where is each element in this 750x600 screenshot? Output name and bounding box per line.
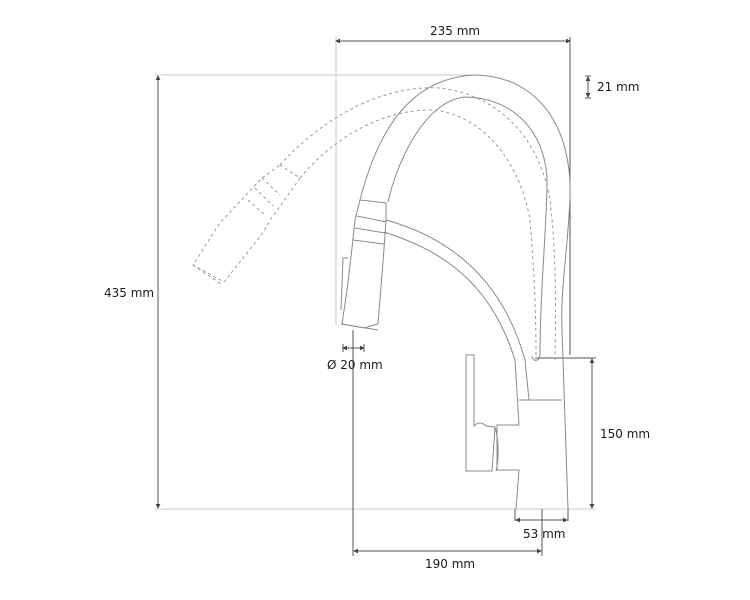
dimension-width-top: 235 mm: [430, 24, 481, 38]
dimension-base-diameter: 53 mm: [523, 527, 566, 541]
dimension-reach: 190 mm: [425, 557, 476, 571]
spout-outer: [359, 74, 571, 510]
spray-hose-lower: [383, 231, 520, 426]
dimension-arc-offset: 21 mm: [597, 80, 640, 94]
faucet-outline: [340, 74, 571, 510]
dimension-spray-diameter: Ø 20 mm: [327, 358, 383, 372]
spout-inner: [387, 96, 548, 361]
dimension-total-height: 435 mm: [104, 286, 155, 300]
reference-lines: [155, 37, 595, 510]
spout-alternate-position: [192, 87, 556, 361]
dimension-body-height: 150 mm: [600, 427, 651, 441]
dimension-lines: [155, 37, 596, 556]
spray-head: [341, 199, 387, 329]
lever-handle: [465, 354, 496, 472]
spray-hose: [385, 219, 530, 401]
